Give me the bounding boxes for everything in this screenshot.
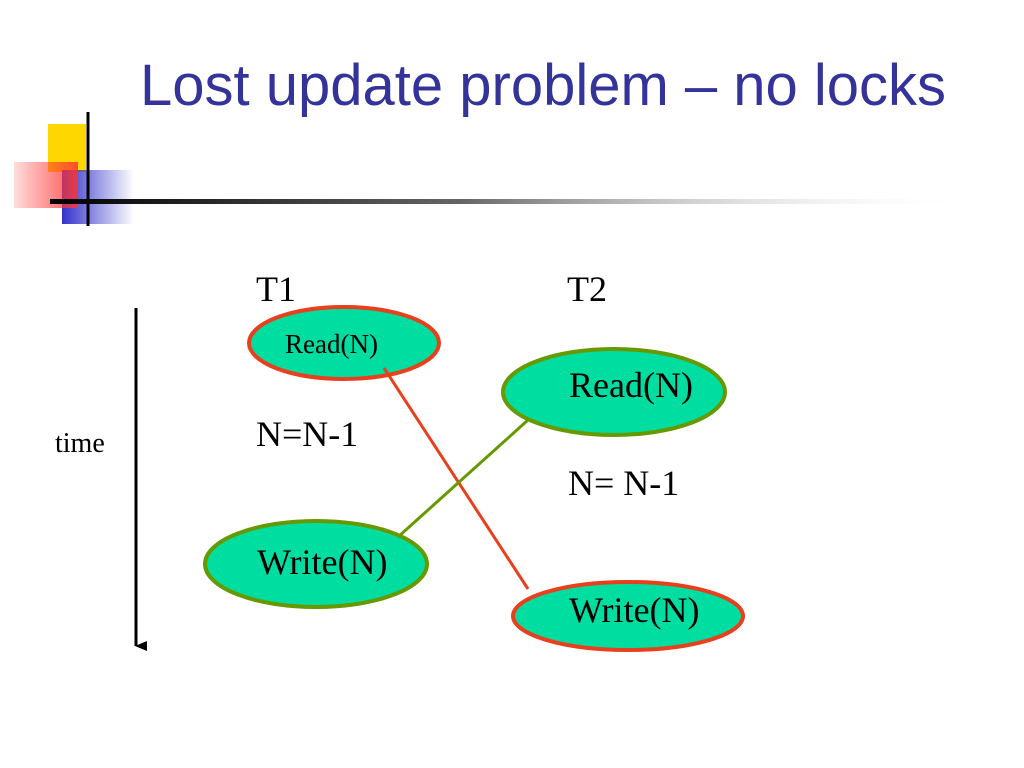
time-label: time — [55, 428, 105, 459]
t1-read-label: Read(N) — [285, 329, 378, 359]
t1-write-label: Write(N) — [257, 542, 388, 582]
t1-compute-label: N=N-1 — [256, 414, 359, 454]
t2-read-label: Read(N) — [569, 365, 693, 405]
t2-write-label: Write(N) — [569, 590, 700, 630]
red-connector — [382, 367, 530, 590]
t2-write-node — [511, 580, 745, 652]
t1-header: T1 — [256, 269, 296, 309]
t2-header: T2 — [567, 269, 607, 309]
title-underline — [50, 199, 970, 204]
t1-read-node — [247, 305, 441, 381]
t2-read-node — [501, 347, 727, 437]
slide-title: Lost update problem – no locks — [140, 53, 947, 118]
t2-compute-label: N= N-1 — [568, 463, 680, 503]
green-connector — [396, 418, 530, 539]
t1-write-node — [203, 519, 429, 609]
